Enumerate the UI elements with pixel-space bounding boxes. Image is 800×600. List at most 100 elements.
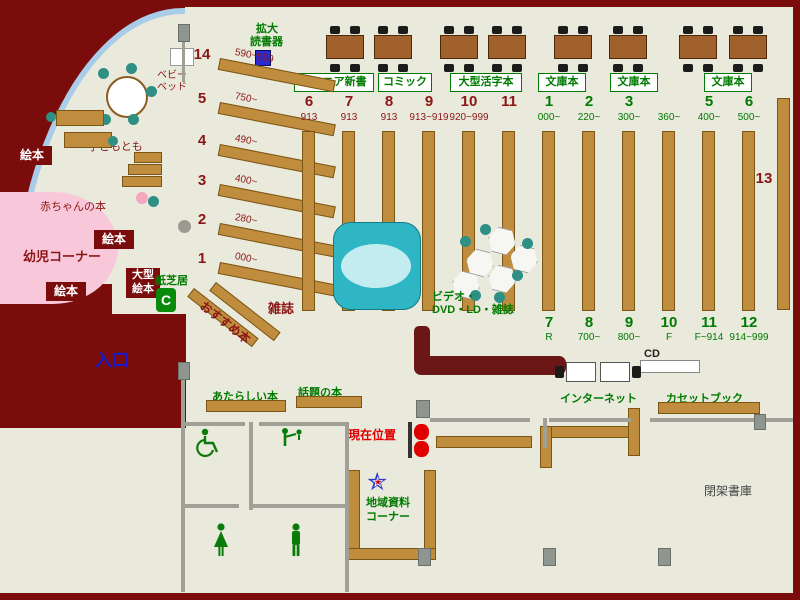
kids-table <box>64 132 112 148</box>
magazines-label: 雑誌 <box>268 301 295 316</box>
step-shelf <box>128 164 162 175</box>
reading-table <box>609 26 647 72</box>
reading-table <box>729 26 767 72</box>
chair <box>378 64 388 72</box>
display-island <box>333 222 421 310</box>
magnifier-label-line2: 読書器 <box>250 36 283 48</box>
stool <box>480 224 491 235</box>
entrance-wall-2 <box>98 314 186 428</box>
chair <box>398 26 408 34</box>
shelf-range: 490~ <box>233 133 259 149</box>
genre-sign-large-print: 大型活字本 <box>450 73 522 92</box>
man-icon <box>285 522 307 558</box>
shelf-horizontal <box>436 436 532 448</box>
chair <box>558 64 568 72</box>
stack-range: F <box>665 332 673 343</box>
shelf-range: 750~ <box>233 91 259 107</box>
shelf-range: 280~ <box>233 212 259 228</box>
chair <box>578 64 588 72</box>
baby-books-label: 赤ちゃんの本 <box>40 201 106 213</box>
table-surface <box>679 35 717 59</box>
chair <box>464 64 474 72</box>
cassette-shelf <box>658 402 760 414</box>
chair <box>753 64 763 72</box>
chair <box>330 26 340 34</box>
step-shelf <box>134 152 162 163</box>
chair <box>444 26 454 34</box>
shelf-number: 4 <box>197 132 207 149</box>
wall <box>345 422 349 592</box>
chair <box>683 26 693 34</box>
stool <box>46 112 56 122</box>
reading-table <box>679 26 717 72</box>
stool <box>108 136 118 146</box>
topic-books-shelf <box>296 396 362 408</box>
wall <box>430 418 530 422</box>
stack-range: 360~ <box>657 112 681 123</box>
stool <box>146 86 157 97</box>
reading-table <box>440 26 478 72</box>
chair <box>613 64 623 72</box>
stack-number: 11 <box>501 93 517 110</box>
shelf-number: 1 <box>197 250 207 267</box>
reading-table <box>326 26 364 72</box>
stack-number: 8 <box>584 314 594 331</box>
stack-shelf <box>662 131 675 311</box>
stack-number: 11 <box>701 314 717 331</box>
pillar <box>658 548 671 566</box>
shelf-range: 400~ <box>233 173 259 189</box>
stack-shelf <box>622 131 635 311</box>
stack-number: 7 <box>344 93 354 110</box>
stack-number: 3 <box>624 93 634 110</box>
wall <box>259 422 349 426</box>
chair <box>733 26 743 34</box>
stack-number: 10 <box>460 93 478 110</box>
stool <box>100 114 111 125</box>
internet-label: インターネット <box>560 393 637 405</box>
kids-table <box>56 110 104 126</box>
shelf-range: 000~ <box>233 251 259 267</box>
stack-number: 10 <box>660 314 678 331</box>
local-corner-shelf <box>424 470 436 558</box>
magnifier-label-line1: 拡大 <box>256 23 278 35</box>
genre-sign-comic: コミック <box>378 73 432 92</box>
shelf-horizontal <box>540 426 632 438</box>
stool <box>98 68 109 79</box>
stack-number: 6 <box>304 93 314 110</box>
stool <box>460 236 471 247</box>
stack-shelf <box>542 131 555 311</box>
stack-number: 5 <box>704 93 714 110</box>
entrance-label: 入口 <box>95 351 129 370</box>
stack-number: 9 <box>624 314 634 331</box>
stool <box>126 63 137 74</box>
stack-range: 920~999 <box>449 112 489 123</box>
wall-right <box>793 0 800 600</box>
chair <box>613 26 623 34</box>
chair <box>703 26 713 34</box>
internet-table <box>600 362 630 382</box>
reading-table <box>374 26 412 72</box>
stack-range: 400~ <box>697 112 721 123</box>
chair <box>578 26 588 34</box>
table-surface <box>554 35 592 59</box>
chair <box>492 26 502 34</box>
chair <box>378 26 388 34</box>
stack-range: 913 <box>300 112 318 123</box>
genre-sign-bunko-1: 文庫本 <box>538 73 586 92</box>
genre-sign-bunko-2: 文庫本 <box>610 73 658 92</box>
stool <box>494 292 505 303</box>
shelf-number: 5 <box>197 90 207 107</box>
chair <box>444 64 454 72</box>
stool <box>148 196 159 207</box>
shelf-number: 3 <box>197 172 207 189</box>
stack-range: 914~999 <box>729 332 769 343</box>
chair <box>632 366 641 378</box>
wall <box>249 422 253 510</box>
stack-range: F~914 <box>694 332 724 343</box>
current-position-label: 現在位置 <box>348 428 397 442</box>
baby-bed-line1: ベビー <box>157 70 187 81</box>
wall-bottom <box>0 593 800 600</box>
display-island-inner <box>341 244 411 288</box>
entrance-wall <box>0 284 112 428</box>
